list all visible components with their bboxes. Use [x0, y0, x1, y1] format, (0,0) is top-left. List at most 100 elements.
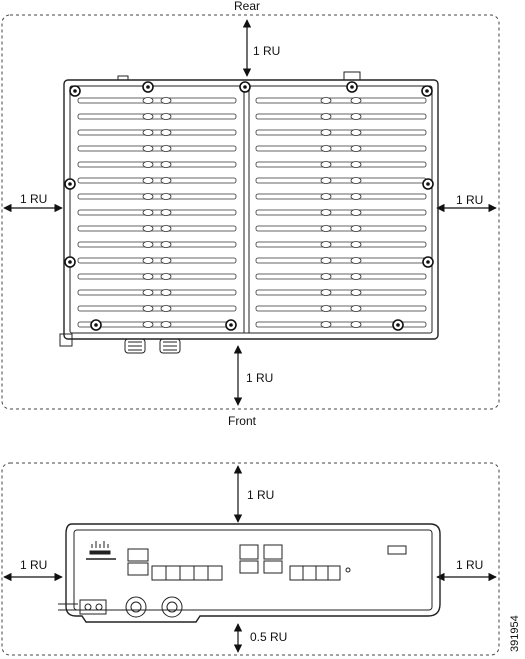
fin-slot [142, 113, 154, 120]
figure-number: 391954 [509, 615, 521, 652]
fin-slot [160, 193, 172, 200]
fin-slot [142, 129, 154, 136]
heatsink-fin [77, 129, 237, 136]
fin-slot [142, 161, 154, 168]
fin-slot [160, 145, 172, 152]
fin-slot [142, 321, 154, 328]
screw-center [229, 323, 233, 327]
front-view-right-clearance-label: 1 RU [456, 558, 483, 572]
front-view: 1 RU 0.5 RU 1 RU 1 RU [1, 462, 500, 656]
fin-slot [320, 129, 332, 136]
fin-slot [350, 273, 362, 280]
heatsink-fin [77, 97, 237, 104]
fin-slot [320, 241, 332, 248]
screw-center [396, 323, 400, 327]
screw-center [146, 85, 150, 89]
heatsink-fin [77, 241, 237, 248]
fin-slot [320, 161, 332, 168]
fin-slot [350, 161, 362, 168]
heatsink-fin [255, 257, 427, 264]
heatsink-fin [255, 209, 427, 216]
fin-slot [350, 193, 362, 200]
cisco-logo [86, 541, 116, 560]
rear-label: Rear [234, 0, 260, 13]
heatsink-fin [255, 321, 427, 328]
fin-slot [160, 209, 172, 216]
front-clearance-boundary [1, 462, 500, 656]
fin-slot [142, 257, 154, 264]
chassis-front-view [58, 523, 441, 623]
fin-slot [160, 177, 172, 184]
heatsink-fin [77, 289, 237, 296]
rear-clearance-label: 1 RU [253, 44, 280, 58]
fin-slot [142, 177, 154, 184]
heatsink-fins [77, 97, 427, 328]
fin-slot [350, 209, 362, 216]
top-clearance-boundary [1, 14, 500, 410]
fin-slot [160, 273, 172, 280]
fin-slot [160, 129, 172, 136]
fin-slot [320, 177, 332, 184]
fin-slot [350, 241, 362, 248]
heatsink-fin [255, 193, 427, 200]
fin-slot [350, 113, 362, 120]
heatsink-fin [255, 145, 427, 152]
fin-slot [320, 257, 332, 264]
fin-slot [350, 321, 362, 328]
fin-slot [160, 321, 172, 328]
screw-center [425, 89, 429, 93]
screw-center [73, 89, 77, 93]
chassis-top-view [59, 71, 439, 354]
fin-slot [142, 145, 154, 152]
fin-slot [142, 97, 154, 104]
fin-slot [320, 225, 332, 232]
front-label: Front [228, 414, 257, 428]
fin-slot [160, 305, 172, 312]
heatsink-fin [255, 129, 427, 136]
heatsink-fin [77, 177, 237, 184]
fin-slot [320, 321, 332, 328]
heatsink-fin [77, 145, 237, 152]
fin-slot [160, 241, 172, 248]
fin-slot [142, 225, 154, 232]
heatsink-fin [77, 257, 237, 264]
fin-slot [142, 305, 154, 312]
heatsink-fin [77, 113, 237, 120]
front-view-left-clearance-label: 1 RU [20, 558, 47, 572]
heatsink-fin [77, 273, 237, 280]
heatsink-fin [77, 193, 237, 200]
bottom-connectors [124, 338, 181, 354]
screw-center [68, 182, 72, 186]
fin-slot [142, 209, 154, 216]
heatsink-fin [255, 241, 427, 248]
heatsink-fin [255, 161, 427, 168]
fin-slot [350, 257, 362, 264]
fin-slot [350, 289, 362, 296]
heatsink-fin [77, 209, 237, 216]
fin-slot [320, 193, 332, 200]
fin-slot [320, 209, 332, 216]
screw-center [350, 85, 354, 89]
fin-slot [142, 241, 154, 248]
screw-center [426, 182, 430, 186]
fin-slot [142, 273, 154, 280]
fin-slot [350, 177, 362, 184]
front-view-top-clearance-label: 1 RU [247, 488, 274, 502]
fin-slot [160, 289, 172, 296]
mounting-screws [64, 81, 434, 331]
fin-slot [160, 113, 172, 120]
fin-slot [160, 257, 172, 264]
fin-slot [320, 113, 332, 120]
heatsink-fin [255, 273, 427, 280]
fin-slot [350, 225, 362, 232]
fin-slot [350, 129, 362, 136]
fin-slot [160, 161, 172, 168]
fin-slot [320, 273, 332, 280]
fin-slot [320, 97, 332, 104]
fin-slot [160, 97, 172, 104]
screw-center [68, 260, 72, 264]
fin-slot [320, 289, 332, 296]
fin-slot [142, 193, 154, 200]
right-clearance-label: 1 RU [456, 193, 483, 207]
